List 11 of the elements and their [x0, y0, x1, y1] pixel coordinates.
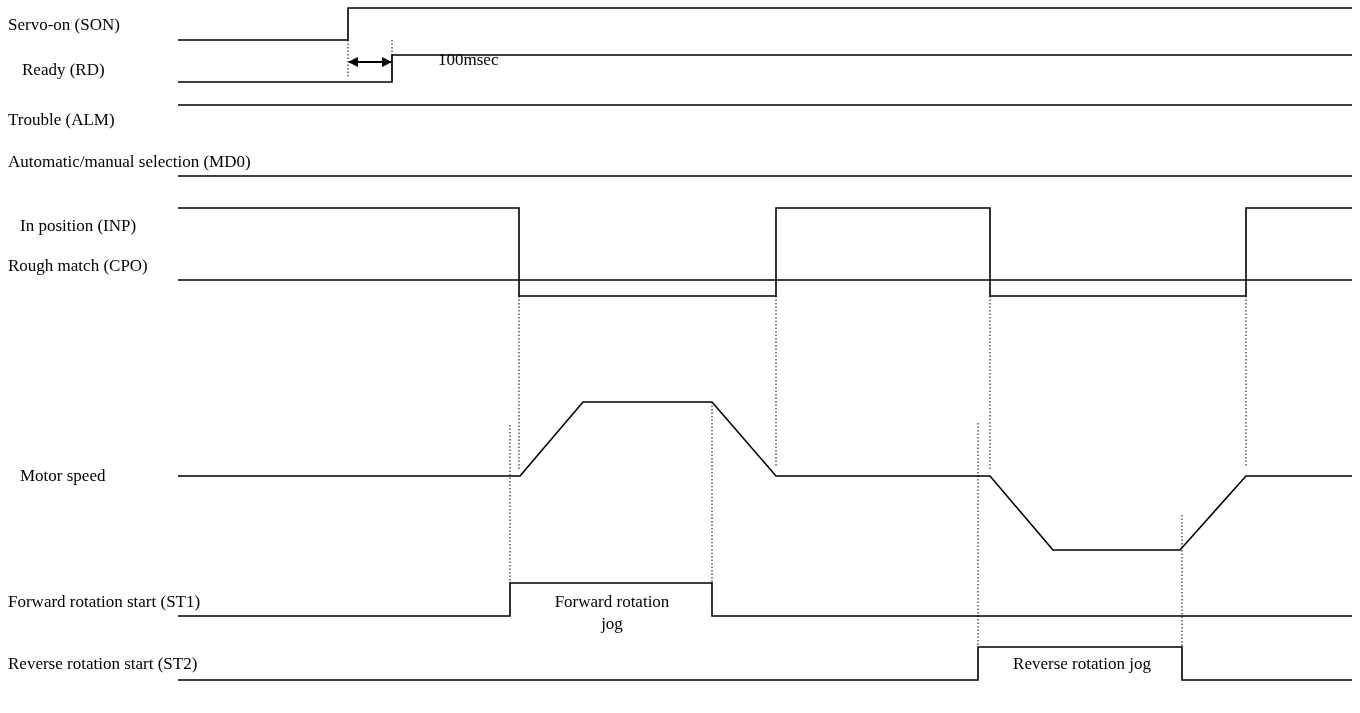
signal-label: Trouble (ALM) — [8, 109, 115, 131]
signal-label: Forward rotation start (ST1) — [8, 591, 201, 613]
jog-label: Reverse rotation jog — [1012, 653, 1152, 675]
signal-label: 100msec — [438, 49, 499, 71]
signal-label: Ready (RD) — [22, 59, 105, 81]
signal-label: Automatic/manual selection (MD0) — [8, 151, 251, 173]
jog-label: Forward rotation jog — [553, 591, 671, 635]
signal-label: Rough match (CPO) — [8, 255, 148, 277]
signal-label: In position (INP) — [20, 215, 137, 237]
signal-label: Reverse rotation start (ST2) — [8, 653, 198, 675]
signal-label: Servo-on (SON) — [8, 14, 120, 36]
